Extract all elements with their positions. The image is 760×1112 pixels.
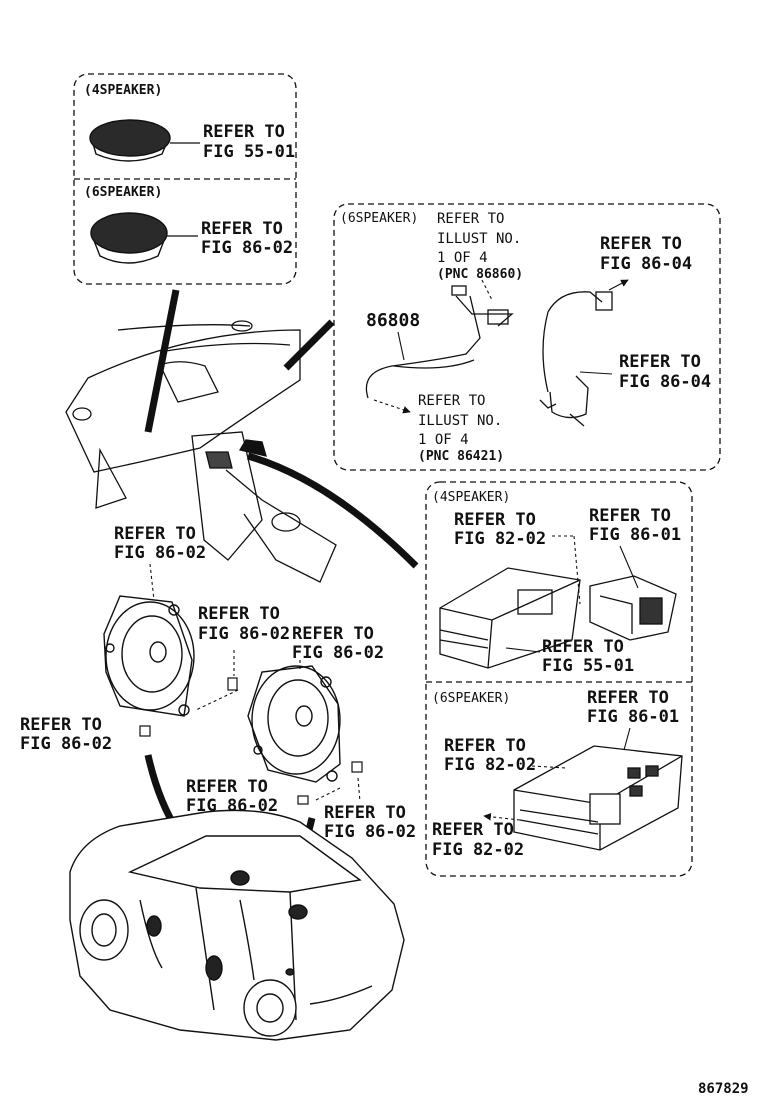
switch-4speaker-icon [439,567,677,669]
tweeter-4speaker-icon [89,119,200,162]
callout-tw6-line2: FIG 86-02 [201,238,294,258]
callout-sw6-left-line1: REFER TO [444,736,526,756]
switch-box [425,481,693,877]
part-number-86808: 86808 [366,310,421,331]
callout-illust2-line2: ILLUST NO. [418,413,503,429]
callout-sw6-topright-line2: FIG 86-01 [587,707,680,727]
wire-harness-86808-icon [365,285,613,427]
callout-sw4-right-line1: REFER TO [589,506,671,526]
switch-6speaker-icon [513,745,683,851]
callout-sp1-top-line2: FIG 86-02 [114,543,207,563]
callout-fig8604b-line2: FIG 86-04 [619,372,712,392]
callout-illust1-line4: (PNC 86860) [437,267,524,282]
door-speaker-right-icon [247,665,341,783]
callout-sw6-topright-line1: REFER TO [587,688,669,708]
callout-sp2-top-line1: REFER TO [292,624,374,644]
tweeter-6speaker-label: (6SPEAKER) [84,185,163,200]
callout-sw4-bottom-line2: FIG 55-01 [542,656,635,676]
callout-fig8604b-line1: REFER TO [619,352,701,372]
callout-sw4-left-line1: REFER TO [454,510,536,530]
speaker-screws-icon [139,677,363,805]
callout-fig8604a-line2: FIG 86-04 [600,254,693,274]
callout-sp2-bottomleft-line2: FIG 86-02 [186,796,279,816]
switch-6speaker-label: (6SPEAKER) [432,691,511,706]
callout-sp1-top-line1: REFER TO [114,524,196,544]
callout-illust2-line4: (PNC 86421) [418,449,505,464]
vehicle-body-icon [69,809,405,1041]
callout-sw6-bottom-line1: REFER TO [432,820,514,840]
callout-tw4-line2: FIG 55-01 [203,142,296,162]
callout-sw6-left-line2: FIG 82-02 [444,755,537,775]
callout-fig8604a-line1: REFER TO [600,234,682,254]
door-speaker-left-icon [103,595,195,717]
instrument-panel-icon [65,320,337,583]
tweeter-6speaker-icon [90,212,198,264]
callout-illust2-line1: REFER TO [418,393,486,409]
switch-4speaker-label: (4SPEAKER) [432,490,511,505]
callout-sp2-bottomright-line2: FIG 86-02 [324,822,417,842]
callout-sw4-left-line2: FIG 82-02 [454,529,547,549]
illustration-number: 867829 [698,1081,749,1097]
callout-illust1-line3: 1 OF 4 [437,250,488,266]
callout-sw4-right-line2: FIG 86-01 [589,525,682,545]
callout-sw4-bottom-line1: REFER TO [542,637,624,657]
callout-illust1-line1: REFER TO [437,211,505,227]
callout-illust1-line2: ILLUST NO. [437,231,522,247]
callout-sw6-bottom-line2: FIG 82-02 [432,840,525,860]
callout-tw6-line1: REFER TO [201,219,283,239]
callout-tw4-line1: REFER TO [203,122,285,142]
harness-6speaker-label: (6SPEAKER) [340,211,419,226]
callout-illust2-line3: 1 OF 4 [418,432,469,448]
callout-sp1-left-line1: REFER TO [20,715,102,735]
callout-sp1-bolt-line1: REFER TO [198,604,280,624]
callout-sp1-bolt-line2: FIG 86-02 [198,624,291,644]
tweeter-4speaker-label: (4SPEAKER) [84,83,163,98]
callout-sp1-left-line2: FIG 86-02 [20,734,113,754]
callout-sp2-top-line2: FIG 86-02 [292,643,385,663]
callout-sp2-bottomright-line1: REFER TO [324,803,406,823]
callout-sp2-bottomleft-line1: REFER TO [186,777,268,797]
